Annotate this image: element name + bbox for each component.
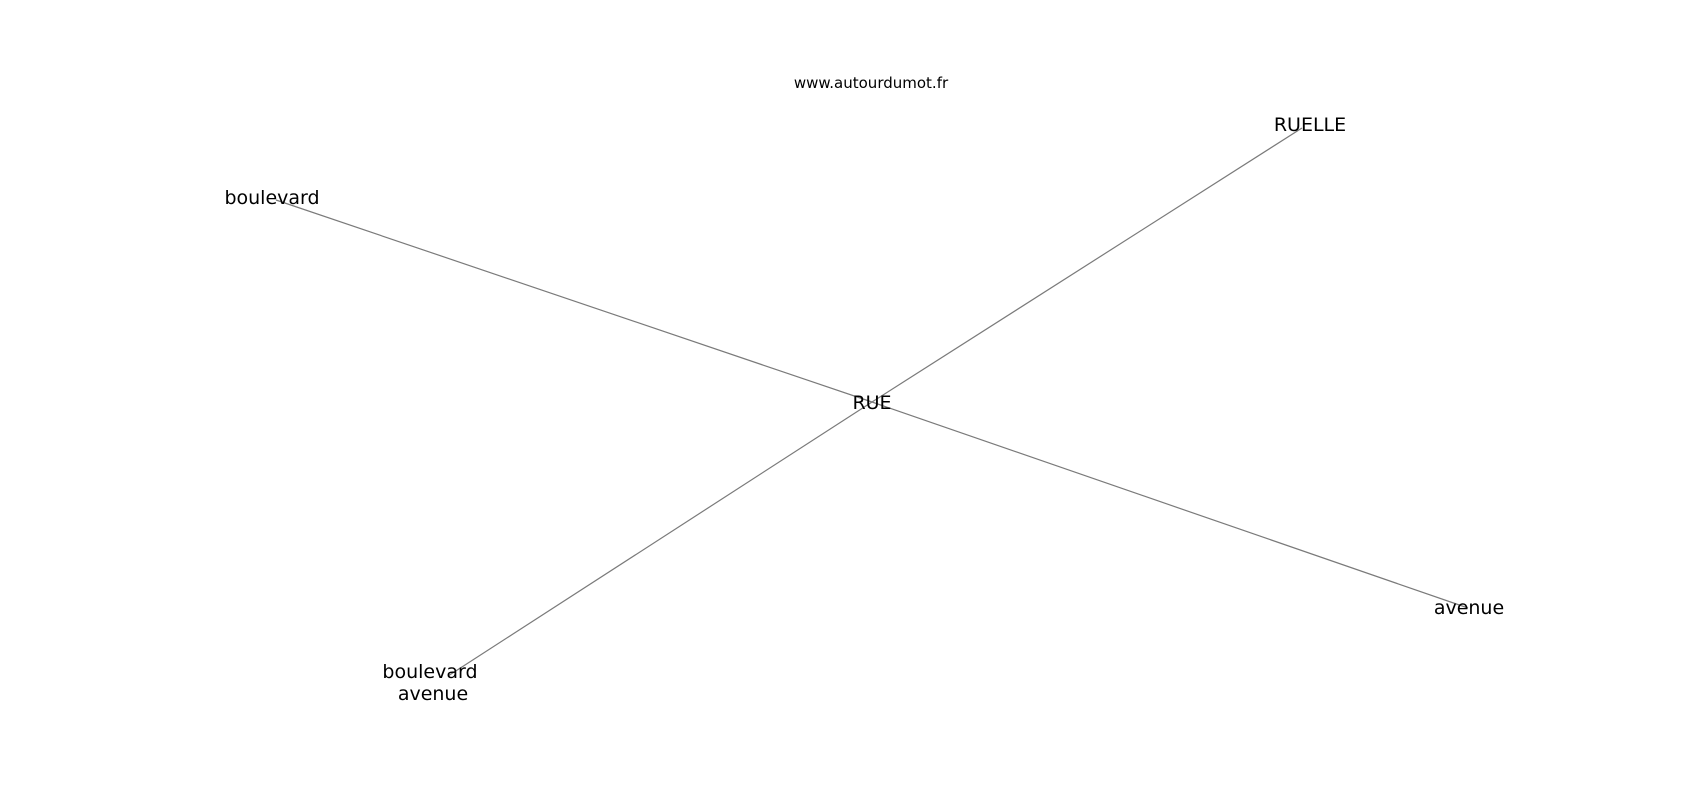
- node-boulevard-avenue[interactable]: boulevard avenue: [382, 661, 483, 705]
- edges: [275, 127, 1469, 677]
- node-boulevard[interactable]: boulevard: [224, 187, 319, 209]
- node-rue[interactable]: RUE: [852, 392, 891, 414]
- edge-rue-avenue: [871, 401, 1469, 609]
- edge-rue-boulevard-avenue: [447, 401, 873, 677]
- edge-rue-boulevard: [275, 199, 873, 403]
- source-watermark: www.autourdumot.fr: [794, 74, 949, 92]
- node-avenue-line-1: avenue: [1434, 597, 1504, 619]
- node-avenue[interactable]: avenue: [1434, 597, 1504, 619]
- edge-rue-ruelle: [871, 127, 1303, 403]
- node-ruelle-line-1: RUELLE: [1274, 114, 1346, 136]
- node-ruelle[interactable]: RUELLE: [1274, 114, 1346, 136]
- node-boulevard-avenue-line-1: boulevard: [382, 661, 477, 683]
- node-boulevard-avenue-line-2: avenue: [398, 683, 468, 705]
- node-boulevard-line-1: boulevard: [224, 187, 319, 209]
